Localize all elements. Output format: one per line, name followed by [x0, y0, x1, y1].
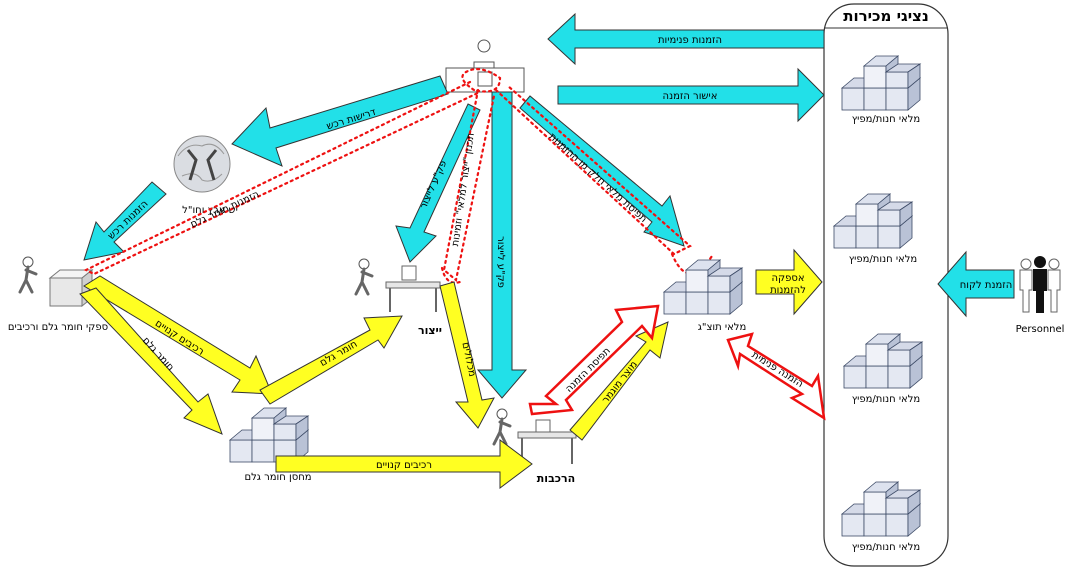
assembly-station-icon: [492, 407, 577, 464]
raw-warehouse-label: מחסן חומר גלם: [244, 472, 311, 483]
customer-group-icon: [1019, 256, 1061, 313]
purchase-request-arrow: [231, 75, 449, 167]
order-reservation-arrow: [528, 304, 660, 416]
purchase-order-label: הזמנות רכש: [106, 198, 151, 242]
supplier-worker-icon: [18, 255, 94, 308]
supply-to-orders-label-1: אספקה: [771, 273, 804, 284]
work-order-assembly-arrow: [476, 91, 528, 399]
raw-warehouse-inventory: [229, 407, 309, 463]
fg-reservation-label: תפיסת מלאי חלק מן ההזמנות: [547, 131, 649, 225]
purchased-parts-arrow-1: [83, 275, 273, 395]
raw-material-arrow-1: [79, 287, 223, 435]
production-station-icon: [354, 257, 441, 312]
finished-product-arrow: [569, 321, 669, 441]
supply-to-orders-arrow: [755, 248, 823, 316]
store-label-3: מלאי חנות/מפיץ: [852, 394, 920, 405]
sub-assemblies-arrow: [439, 281, 495, 429]
customer-order-label: הזמנת לקוח: [960, 280, 1013, 291]
internal-orders-label: הזמנות פנימיות: [658, 35, 722, 46]
finished-goods-label: מלאי תוצ"ג: [698, 322, 747, 333]
supply-to-orders-label-2: להזמנות: [770, 285, 806, 296]
internal-order-red-arrow: [726, 332, 826, 421]
assembly-label: הרכבות: [537, 472, 575, 485]
order-confirm-arrow: [557, 67, 825, 123]
internal-orders-arrow: [547, 12, 825, 66]
globe-icon: [173, 135, 231, 193]
customer-label: Personnel: [1016, 324, 1065, 335]
store-label-1: מלאי חנות/מפיץ: [852, 114, 920, 125]
internal-order-red-label: הזמנה פנימית: [750, 350, 806, 390]
planner-icon: [445, 39, 525, 93]
suppliers-label: ספקי חומר גלם ורכיבים: [8, 322, 108, 333]
finished-goods-inventory: [663, 259, 743, 315]
finished-product-label: מוצר מוגמר: [600, 359, 640, 405]
reservation-cyan-arrow: [519, 95, 685, 247]
sales-panel-title: נציגי מכירות: [843, 7, 929, 25]
work-order-assembly-label: פק"ע לייצור: [495, 236, 506, 288]
store-label-4: מלאי חנות/מפיץ: [852, 542, 920, 553]
purchase-order-arrow: [83, 181, 167, 261]
purchased-parts-arrow-2: [275, 439, 533, 489]
purchased-parts-label-2: רכיבים קנויים: [376, 460, 432, 471]
store-label-2: מלאי חנות/מפיץ: [849, 254, 917, 265]
production-label: ייצור: [418, 324, 442, 337]
raw-material-arrow-2: [259, 315, 403, 405]
info-flow-dotted-lines: [83, 67, 714, 284]
customer-order-arrow: [937, 250, 1015, 318]
order-confirm-label: אישור הזמנה: [663, 91, 718, 102]
